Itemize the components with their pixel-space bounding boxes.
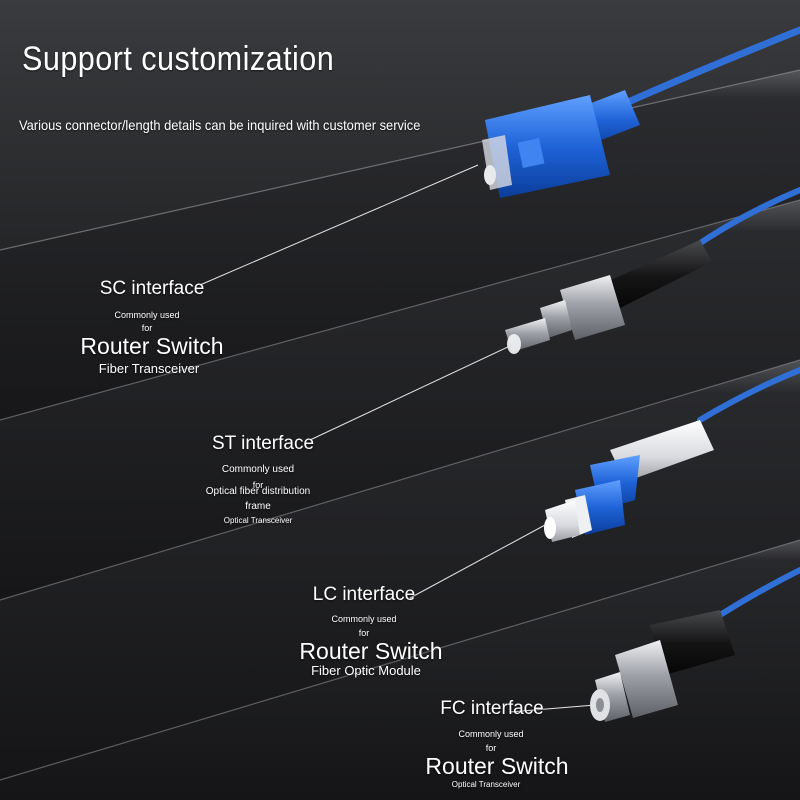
fc-main-use: Router Switch (425, 753, 569, 779)
sc-commonly-used: Commonly used (114, 310, 180, 320)
sc-for: for (141, 323, 153, 333)
fc-connector (590, 567, 800, 722)
page-subtitle: Various connector/length details can be … (19, 117, 421, 133)
fc-for: for (485, 743, 497, 753)
sc-extra-use: Fiber Transceiver (98, 361, 200, 376)
st-main-use: Optical fiber distribution (205, 486, 311, 497)
fc-extra-use: Optical Transceiver (451, 780, 521, 789)
st-commonly-used: Commonly used (221, 464, 295, 475)
st-for: for (252, 480, 264, 490)
lc-connector (544, 367, 800, 542)
lc-main-use: Router Switch (299, 638, 443, 664)
lc-commonly-used: Commonly used (331, 614, 397, 624)
st-extra-use: Optical Transceiver (223, 516, 293, 525)
sc-main-use: Router Switch (80, 333, 224, 359)
fc-commonly-used: Commonly used (458, 729, 524, 739)
lc-extra-use: Fiber Optic Module (311, 663, 421, 678)
sc-interface-label: SC interface (99, 278, 205, 299)
page-title: Support customization (22, 40, 335, 78)
lc-for: for (358, 628, 370, 638)
st-interface-label: ST interface (211, 433, 315, 454)
callout-lines (199, 164, 596, 713)
st-main-use-2: frame (245, 501, 271, 512)
fc-interface-label: FC interface (440, 698, 544, 719)
sc-connector (482, 26, 800, 198)
lc-interface-label: LC interface (312, 584, 416, 605)
st-connector (505, 187, 800, 354)
